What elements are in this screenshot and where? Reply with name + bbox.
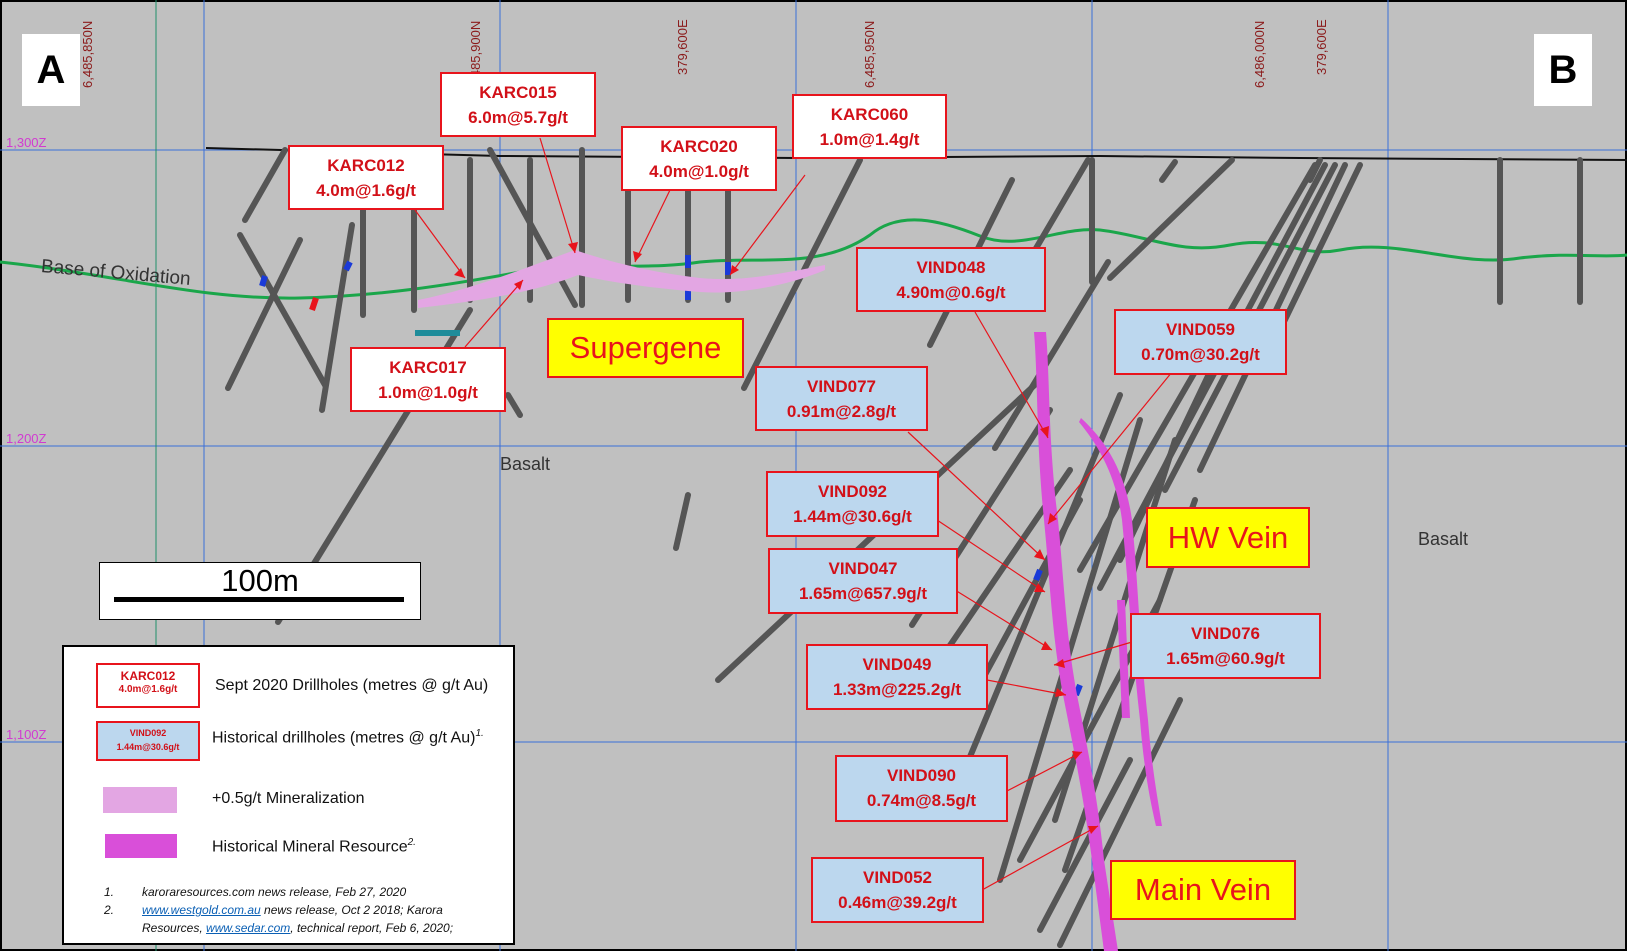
- rock-label: Basalt: [1418, 529, 1469, 549]
- callout-vind076: VIND076 1.65m@60.9g/t: [1130, 613, 1321, 679]
- callout-hole: VIND052: [863, 868, 932, 887]
- legend-sample-hole: KARC012: [120, 669, 176, 683]
- callout-result: 1.0m@1.0g/t: [378, 383, 478, 402]
- callout-result: 1.0m@1.4g/t: [819, 130, 920, 149]
- legend-new-text: Sept 2020 Drillholes (metres @ g/t Au): [215, 677, 489, 694]
- hw-vein-label: HW Vein: [1146, 507, 1310, 568]
- callout-karc017: KARC017 1.0m@1.0g/t: [350, 347, 506, 412]
- section-start-label: A: [22, 34, 80, 106]
- callout-result: 0.70m@30.2g/t: [1141, 345, 1260, 364]
- westgold-link[interactable]: www.westgold.com.au: [142, 903, 261, 917]
- callout-vind047: VIND047 1.65m@657.9g/t: [768, 548, 958, 614]
- callout-hole: VIND059: [1166, 320, 1235, 339]
- legend-mineral-text: +0.5g/t Mineralization: [212, 790, 365, 807]
- main-vein-label: Main Vein: [1110, 860, 1296, 920]
- legend-hist-label: Historical drillholes (metres @ g/t Au): [212, 729, 476, 747]
- elevation-label: 1,300Z: [6, 135, 47, 150]
- legend-sample-result: 1.44m@30.6g/t: [116, 742, 180, 752]
- callout-hole: VIND077: [807, 377, 876, 396]
- arrow-heads: [454, 242, 1098, 834]
- callout-hole: VIND090: [887, 766, 956, 785]
- sedar-link[interactable]: www.sedar.com: [206, 921, 291, 935]
- callout-result: 1.44m@30.6g/t: [793, 507, 912, 526]
- scale-label: 100m: [221, 563, 299, 598]
- callout-karc012: KARC012 4.0m@1.6g/t: [288, 145, 444, 210]
- note-number: 1.: [104, 885, 115, 899]
- callout-vind049: VIND049 1.33m@225.2g/t: [806, 644, 988, 710]
- callout-result: 1.33m@225.2g/t: [832, 680, 962, 699]
- legend-resource-sup: 2.: [407, 837, 416, 848]
- callout-hole: VIND047: [828, 559, 898, 578]
- callout-hole: VIND092: [818, 482, 887, 501]
- callout-hole: VIND076: [1191, 624, 1260, 643]
- callout-hole: VIND048: [916, 258, 986, 277]
- note-text: karoraresources.com news release, Feb 27…: [142, 885, 407, 899]
- leader-lines: [414, 137, 1173, 891]
- topography-line: [205, 147, 1627, 161]
- coord-label: 379,600E: [675, 19, 690, 75]
- callout-result: 0.46m@39.2g/t: [838, 893, 957, 912]
- note-text-part: , technical report, Feb 6, 2020;: [290, 921, 454, 935]
- callout-hole: KARC015: [479, 83, 557, 102]
- legend-resource-label: Historical Mineral Resource: [212, 838, 408, 856]
- callout-result: 6.0m@5.7g/t: [468, 108, 568, 127]
- callout-karc020: KARC020 4.0m@1.0g/t: [621, 126, 777, 191]
- legend-hist-sample: VIND092 1.44m@30.6g/t: [96, 721, 200, 761]
- legend: KARC012 4.0m@1.6g/t Sept 2020 Drillholes…: [62, 645, 515, 945]
- callout-result: 1.65m@60.9g/t: [1166, 649, 1285, 668]
- legend-hist-sup: 1.: [475, 728, 484, 739]
- note-number: 2.: [104, 903, 115, 917]
- hw-vein-lower: [1117, 600, 1130, 718]
- callout-hole: KARC060: [830, 105, 909, 124]
- coord-label: 6,485,850N: [80, 20, 95, 88]
- scale-bar: 100m: [99, 562, 421, 620]
- coord-label: 6,486,000N: [1252, 20, 1267, 88]
- callout-vind052: VIND052 0.46m@39.2g/t: [811, 857, 984, 923]
- note-text-part: news release, Oct 2 2018; Karora: [260, 903, 443, 917]
- callout-vind048: VIND048 4.90m@0.6g/t: [856, 247, 1046, 312]
- oxidation-line: [0, 218, 1627, 300]
- callout-hole: KARC012: [327, 156, 405, 175]
- elevation-label: 1,100Z: [6, 727, 47, 742]
- callout-result: 4.90m@0.6g/t: [896, 283, 1006, 302]
- callout-vind092: VIND092 1.44m@30.6g/t: [766, 471, 939, 537]
- intercept-marks: [259, 255, 1083, 697]
- callout-result: 0.74m@8.5g/t: [866, 791, 977, 810]
- callout-result: 4.0m@1.0g/t: [649, 162, 749, 181]
- callout-result: 1.65m@657.9g/t: [798, 584, 928, 603]
- supergene-mineralization: [418, 250, 825, 308]
- note-text: www.westgold.com.au news release, Oct 2 …: [142, 903, 443, 917]
- main-vein-resource: [1034, 332, 1118, 951]
- callout-karc015: KARC015 6.0m@5.7g/t: [440, 72, 596, 137]
- callout-hole: VIND049: [862, 655, 932, 674]
- hw-vein-resource: [1079, 418, 1162, 826]
- legend-sample-result: 4.0m@1.6g/t: [118, 684, 178, 695]
- callout-result: 4.0m@1.6g/t: [316, 181, 416, 200]
- coord-label: 379,600E: [1314, 19, 1329, 75]
- legend-resource-swatch: [105, 834, 177, 858]
- callout-vind059: VIND059 0.70m@30.2g/t: [1114, 309, 1287, 375]
- callout-hole: KARC017: [389, 358, 467, 377]
- elevation-label: 1,200Z: [6, 431, 47, 446]
- scale-line: [114, 597, 404, 602]
- coord-label: 6,485,950N: [862, 20, 877, 88]
- section-end-label: B: [1534, 34, 1592, 106]
- callout-vind090: VIND090 0.74m@8.5g/t: [835, 755, 1008, 822]
- legend-sample-hole: VIND092: [129, 728, 167, 738]
- legend-new-sample: KARC012 4.0m@1.6g/t: [96, 663, 200, 708]
- callout-karc060: KARC060 1.0m@1.4g/t: [792, 94, 947, 159]
- legend-resource-text: Historical Mineral Resource2.: [212, 837, 416, 856]
- supergene-label: Supergene: [547, 318, 744, 378]
- legend-hist-text: Historical drillholes (metres @ g/t Au)1…: [212, 728, 484, 747]
- note-text-part: Resources,: [142, 921, 207, 935]
- red-intercept: [309, 297, 319, 311]
- note-text: Resources, www.sedar.com, technical repo…: [142, 921, 453, 935]
- callout-result: 0.91m@2.8g/t: [786, 402, 897, 421]
- rock-label: Basalt: [500, 454, 551, 474]
- callout-vind077: VIND077 0.91m@2.8g/t: [755, 366, 928, 431]
- legend-mineral-swatch: [103, 787, 177, 813]
- callout-hole: KARC020: [660, 137, 738, 156]
